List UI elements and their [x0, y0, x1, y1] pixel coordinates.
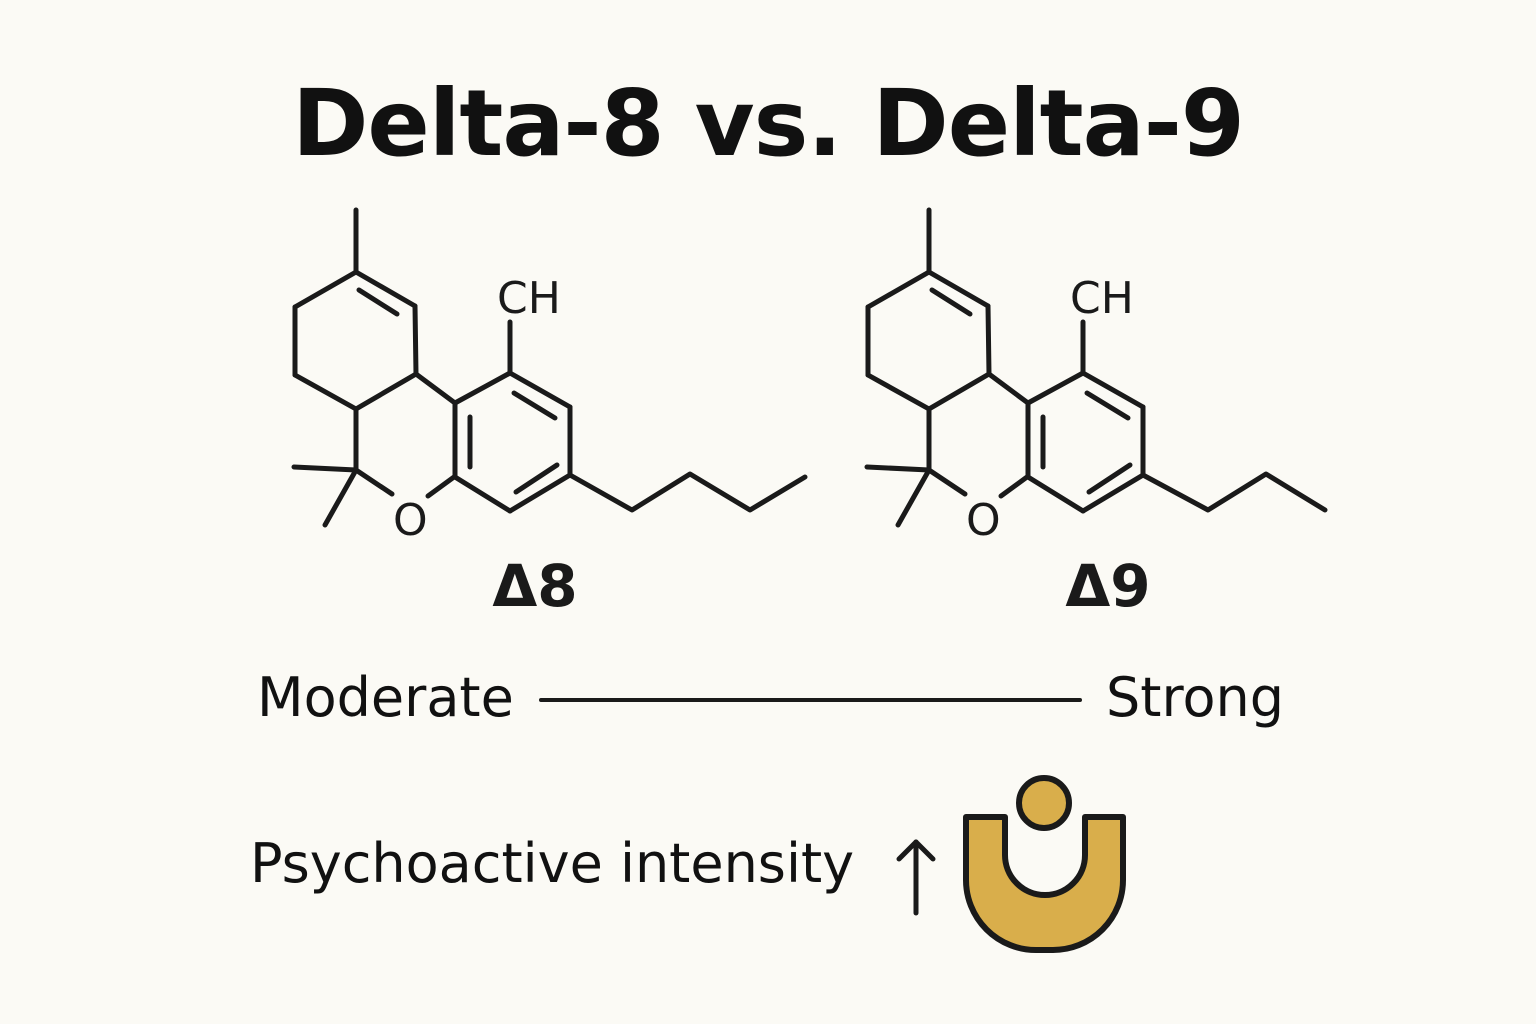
ch-label: CH	[1070, 273, 1134, 324]
psychoactive-intensity-label: Psychoactive intensity	[250, 832, 855, 895]
scale-right-label: Strong	[1106, 666, 1285, 729]
page-title: Delta-8 vs. Delta-9	[292, 70, 1245, 177]
propyl-chain	[1140, 471, 1328, 513]
delta8-molecule: CH O Δ8	[294, 210, 808, 620]
oxygen-label: O	[393, 495, 428, 546]
delta9-label: Δ9	[1065, 552, 1150, 620]
arrow-up-icon	[896, 839, 936, 916]
delta9-molecule: CH O Δ9	[867, 210, 1328, 620]
pentyl-chain	[567, 471, 808, 513]
delta8-label: Δ8	[492, 552, 577, 620]
ch-label: CH	[497, 273, 561, 324]
u-person-logo-icon	[963, 775, 1126, 953]
oxygen-label: O	[966, 495, 1001, 546]
scale-left-label: Moderate	[257, 666, 514, 729]
